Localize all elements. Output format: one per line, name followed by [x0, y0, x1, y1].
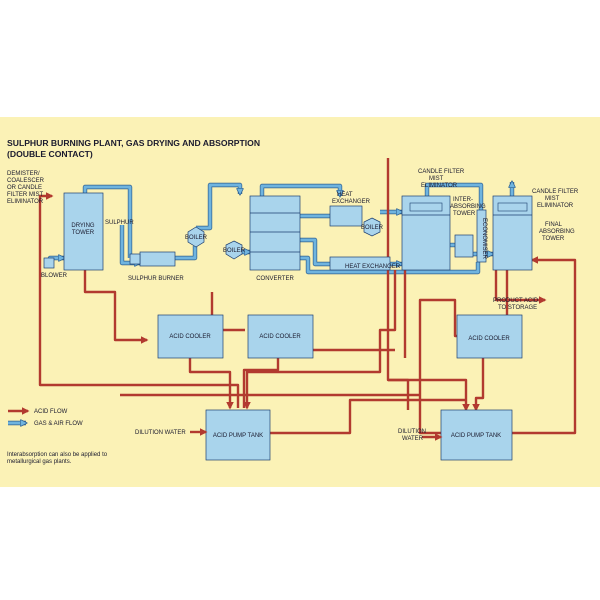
candle-filter-1-label: CANDLE FILTER MIST ELIMINATOR: [418, 169, 465, 189]
converter-label: CONVERTER: [256, 276, 294, 282]
svg-text:CANDLE FILTER: CANDLE FILTER: [418, 169, 465, 175]
svg-text:COALESCER: COALESCER: [7, 178, 45, 184]
svg-text:WATER: WATER: [402, 436, 424, 442]
sulphur-burner-label: SULPHUR BURNER: [128, 276, 184, 282]
dilution-water-right-label: DILUTION WATER: [398, 429, 426, 442]
svg-text:CANDLE FILTER: CANDLE FILTER: [532, 189, 579, 195]
svg-text:ELIMINATOR: ELIMINATOR: [421, 183, 458, 189]
svg-text:ABSORBING: ABSORBING: [450, 204, 486, 210]
svg-text:TOWER: TOWER: [542, 236, 565, 242]
economiser-pipe: [476, 209, 487, 263]
product-acid-label: PRODUCT ACID TO STORAGE: [493, 298, 539, 311]
acid-pump-tank-1-label: ACID PUMP TANK: [213, 433, 263, 439]
final-absorbing-tower: [492, 195, 533, 271]
inter-absorbing-label: INTER- ABSORBING TOWER: [450, 197, 486, 217]
heat-exchanger-top: [329, 205, 363, 227]
svg-text:FINAL: FINAL: [545, 222, 563, 228]
acid-pump-tank-2: [440, 409, 513, 461]
economiser-box: [454, 234, 474, 258]
boiler-1-label: BOILER: [185, 235, 208, 241]
svg-text:FILTER MIST: FILTER MIST: [7, 192, 44, 198]
svg-text:MIST: MIST: [429, 176, 444, 182]
blower-label: BLOWER: [41, 273, 68, 279]
svg-text:metallurgical gas plants.: metallurgical gas plants.: [7, 459, 72, 465]
economiser-label: ECONOMISER: [481, 218, 487, 260]
acid-pump-tank-1: [205, 409, 271, 461]
final-absorbing-label: FINAL ABSORBING TOWER: [539, 222, 575, 242]
svg-text:OR CANDLE: OR CANDLE: [7, 185, 42, 191]
gas-flow-lines: [47, 182, 512, 275]
legend: ACID FLOW GAS & AIR FLOW: [8, 407, 83, 427]
heat-exchanger-bottom-label: HEAT EXCHANGER: [345, 264, 401, 270]
acid-cooler-1: [157, 314, 224, 359]
svg-text:EXCHANGER: EXCHANGER: [332, 199, 371, 205]
boiler-2: [225, 240, 243, 260]
svg-text:MIST: MIST: [545, 196, 560, 202]
legend-acid-flow: ACID FLOW: [34, 409, 68, 415]
heat-exchanger-bottom: [329, 256, 391, 271]
svg-text:TOWER: TOWER: [72, 230, 95, 236]
svg-text:TO STORAGE: TO STORAGE: [498, 305, 537, 311]
svg-text:Interabsorption can also be ap: Interabsorption can also be applied to: [7, 452, 108, 458]
dilution-water-left-label: DILUTION WATER: [135, 430, 186, 436]
boiler-3-label: BOILER: [361, 225, 384, 231]
boiler-1: [187, 226, 205, 248]
diagram-subtitle: (DOUBLE CONTACT): [7, 149, 93, 159]
blower-box: [43, 257, 55, 269]
boiler-3: [363, 217, 381, 237]
svg-text:INTER-: INTER-: [453, 197, 473, 203]
inter-absorbing-tower: [401, 195, 451, 271]
converter: [249, 195, 301, 271]
demister-label: DEMISTER/ COALESCER OR CANDLE FILTER MIS…: [7, 171, 45, 205]
svg-text:DILUTION: DILUTION: [398, 429, 426, 435]
sulphur-label: SULPHUR: [105, 220, 134, 226]
heat-exchanger-top-label: HEAT EXCHANGER: [332, 192, 371, 205]
sulphur-burner: [129, 251, 176, 267]
acid-cooler-2-label: ACID COOLER: [259, 334, 301, 340]
acid-pump-tank-2-label: ACID PUMP TANK: [451, 433, 501, 439]
acid-cooler-2: [247, 314, 314, 359]
acid-cooler-3: [456, 314, 523, 359]
svg-text:DRYING: DRYING: [71, 223, 95, 229]
svg-text:TOWER: TOWER: [453, 211, 476, 217]
acid-cooler-3-label: ACID COOLER: [468, 336, 510, 342]
svg-text:DEMISTER/: DEMISTER/: [7, 171, 40, 177]
boiler-2-label: BOILER: [223, 248, 246, 254]
svg-text:HEAT: HEAT: [337, 192, 353, 198]
candle-filter-2-label: CANDLE FILTER MIST ELIMINATOR: [532, 189, 579, 209]
acid-cooler-1-label: ACID COOLER: [169, 334, 211, 340]
svg-text:ELIMINATOR: ELIMINATOR: [537, 203, 574, 209]
legend-gas-air-flow: GAS & AIR FLOW: [34, 421, 83, 427]
svg-text:PRODUCT ACID: PRODUCT ACID: [493, 298, 539, 304]
drying-tower: DRYING TOWER: [63, 192, 104, 271]
footnote: Interabsorption can also be applied to m…: [7, 452, 108, 465]
svg-text:ABSORBING: ABSORBING: [539, 229, 575, 235]
svg-text:ELIMINATOR: ELIMINATOR: [7, 199, 44, 205]
diagram-title: SULPHUR BURNING PLANT, GAS DRYING AND AB…: [7, 138, 260, 148]
